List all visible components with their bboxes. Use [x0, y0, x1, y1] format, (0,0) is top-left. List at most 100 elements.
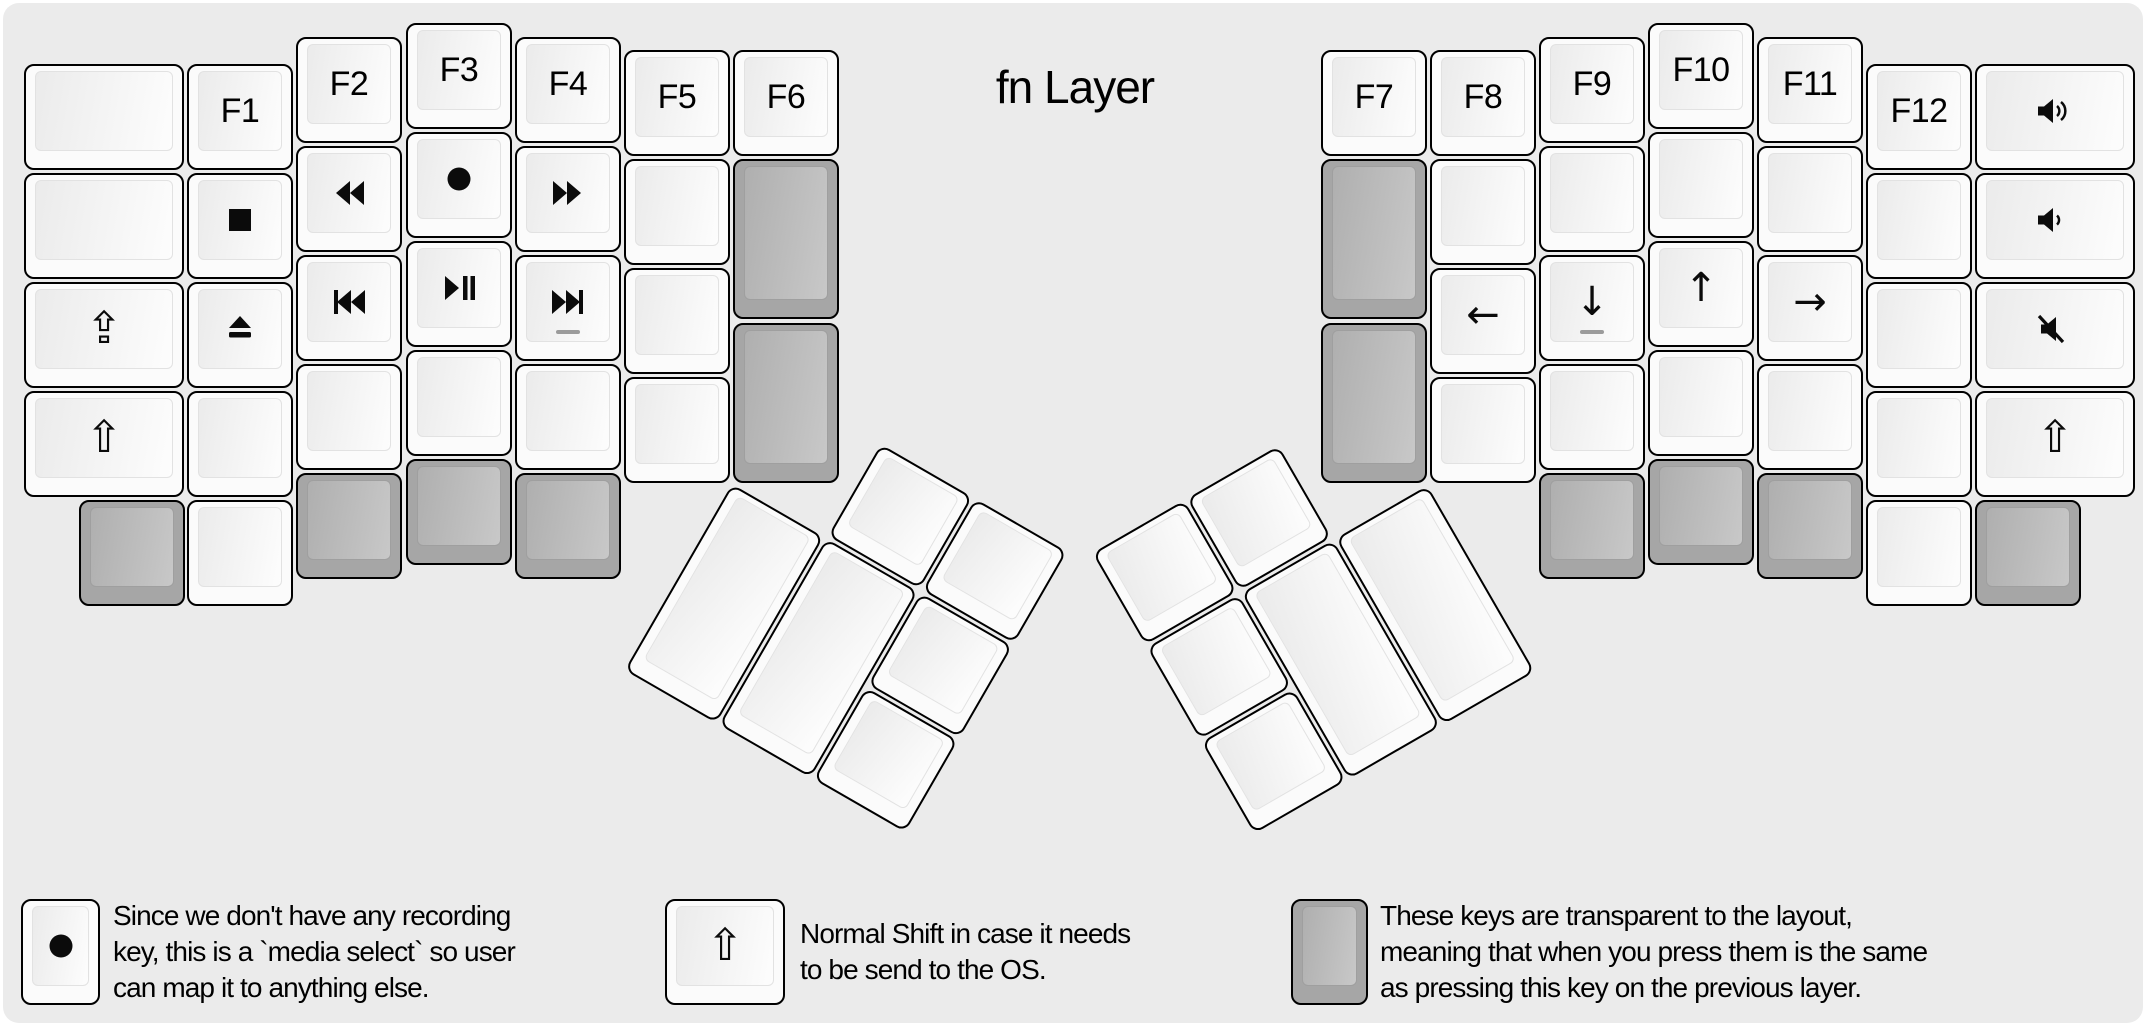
keytop	[526, 480, 610, 560]
keytop: ⇧	[1986, 398, 2124, 478]
f12-label: F12	[1890, 91, 1948, 130]
key-transparent[interactable]	[406, 459, 512, 565]
key-blank[interactable]	[1430, 159, 1536, 265]
key-blank[interactable]	[187, 500, 293, 606]
next-icon	[552, 290, 583, 314]
key-transparent[interactable]	[1539, 473, 1645, 579]
key-transparent[interactable]	[1648, 459, 1754, 565]
key-transparent[interactable]	[1975, 500, 2081, 606]
keytop	[417, 139, 501, 219]
key-next-track[interactable]	[515, 255, 621, 361]
key-shift[interactable]: ⇧	[24, 391, 184, 497]
key-blank[interactable]	[1430, 377, 1536, 483]
keytop	[307, 480, 391, 560]
key-blank[interactable]	[24, 64, 184, 170]
ffwd-icon	[553, 181, 581, 205]
f11-label: F11	[1782, 64, 1838, 103]
f6-label: F6	[766, 77, 806, 116]
key-f5[interactable]: F5	[624, 50, 730, 156]
legend-text-3: These keys are transparent to the layout…	[1380, 898, 1928, 1006]
key-blank[interactable]	[1757, 146, 1863, 252]
key-transparent[interactable]	[1321, 159, 1427, 319]
key-blank[interactable]	[624, 159, 730, 265]
key-f8[interactable]: F8	[1430, 50, 1536, 156]
key-f3[interactable]: F3	[406, 23, 512, 129]
f4-label: F4	[548, 64, 588, 103]
key-blank[interactable]	[1648, 132, 1754, 238]
key-play-pause[interactable]	[406, 241, 512, 347]
key-caps-lock[interactable]: ⇪	[24, 282, 184, 388]
keytop: F4	[526, 44, 610, 124]
keytop	[35, 71, 173, 151]
key-transparent[interactable]	[1757, 473, 1863, 579]
key-blank[interactable]	[624, 377, 730, 483]
key-blank[interactable]	[1866, 500, 1972, 606]
key-record[interactable]	[406, 132, 512, 238]
key-blank[interactable]	[1866, 391, 1972, 497]
keytop	[1332, 166, 1416, 300]
key-transparent[interactable]	[733, 323, 839, 483]
key-transparent[interactable]	[515, 473, 621, 579]
key-fast-forward[interactable]	[515, 146, 621, 252]
key-f12[interactable]: F12	[1866, 64, 1972, 170]
key-transparent[interactable]	[733, 159, 839, 319]
key-blank[interactable]	[296, 364, 402, 470]
key-prev-track[interactable]	[296, 255, 402, 361]
up-icon: ↑	[1684, 265, 1718, 311]
keytop	[1550, 480, 1634, 560]
keytop: F3	[417, 30, 501, 110]
keytop	[198, 507, 282, 587]
key-blank[interactable]	[1866, 282, 1972, 388]
key-blank[interactable]	[1648, 350, 1754, 456]
keytop	[1302, 906, 1357, 986]
key-f1[interactable]: F1	[187, 64, 293, 170]
mute-icon	[2037, 314, 2065, 344]
key-f6[interactable]: F6	[733, 50, 839, 156]
key-rewind[interactable]	[296, 146, 402, 252]
key-mute[interactable]	[1975, 282, 2135, 388]
key-transparent[interactable]	[79, 500, 185, 606]
key-blank[interactable]	[1539, 364, 1645, 470]
key-eject[interactable]	[187, 282, 293, 388]
keytop	[744, 330, 828, 464]
key-blank[interactable]	[1539, 146, 1645, 252]
key-left-arrow[interactable]: ←	[1430, 268, 1536, 374]
key-f10[interactable]: F10	[1648, 23, 1754, 129]
keytop	[1332, 330, 1416, 464]
key-stop[interactable]	[187, 173, 293, 279]
keytop	[526, 262, 610, 342]
keytop	[1441, 384, 1525, 464]
legend-transparent-key	[1291, 899, 1368, 1005]
key-volume-up[interactable]	[1975, 64, 2135, 170]
shift-icon: ⇧	[2036, 412, 2074, 463]
key-blank[interactable]	[624, 268, 730, 374]
key-right-arrow[interactable]: →	[1757, 255, 1863, 361]
key-blank[interactable]	[515, 364, 621, 470]
key-f7[interactable]: F7	[1321, 50, 1427, 156]
keytop	[744, 166, 828, 300]
key-up-arrow[interactable]: ↑	[1648, 241, 1754, 347]
page-title: fn Layer	[995, 61, 1155, 113]
key-blank[interactable]	[406, 350, 512, 456]
key-transparent[interactable]	[1321, 323, 1427, 483]
key-down-arrow[interactable]: ↓	[1539, 255, 1645, 361]
keytop	[307, 153, 391, 233]
key-volume-down[interactable]	[1975, 173, 2135, 279]
key-blank[interactable]	[1866, 173, 1972, 279]
keytop	[1877, 180, 1961, 260]
key-f9[interactable]: F9	[1539, 37, 1645, 143]
key-blank[interactable]	[1757, 364, 1863, 470]
key-transparent[interactable]	[296, 473, 402, 579]
key-blank[interactable]	[24, 173, 184, 279]
keytop	[417, 248, 501, 328]
key-shift[interactable]: ⇧	[1975, 391, 2135, 497]
rewind-icon	[336, 181, 364, 205]
key-f11[interactable]: F11	[1757, 37, 1863, 143]
key-blank[interactable]	[187, 391, 293, 497]
key-f2[interactable]: F2	[296, 37, 402, 143]
keytop	[1986, 507, 2070, 587]
keytop	[1105, 511, 1219, 623]
key-f4[interactable]: F4	[515, 37, 621, 143]
